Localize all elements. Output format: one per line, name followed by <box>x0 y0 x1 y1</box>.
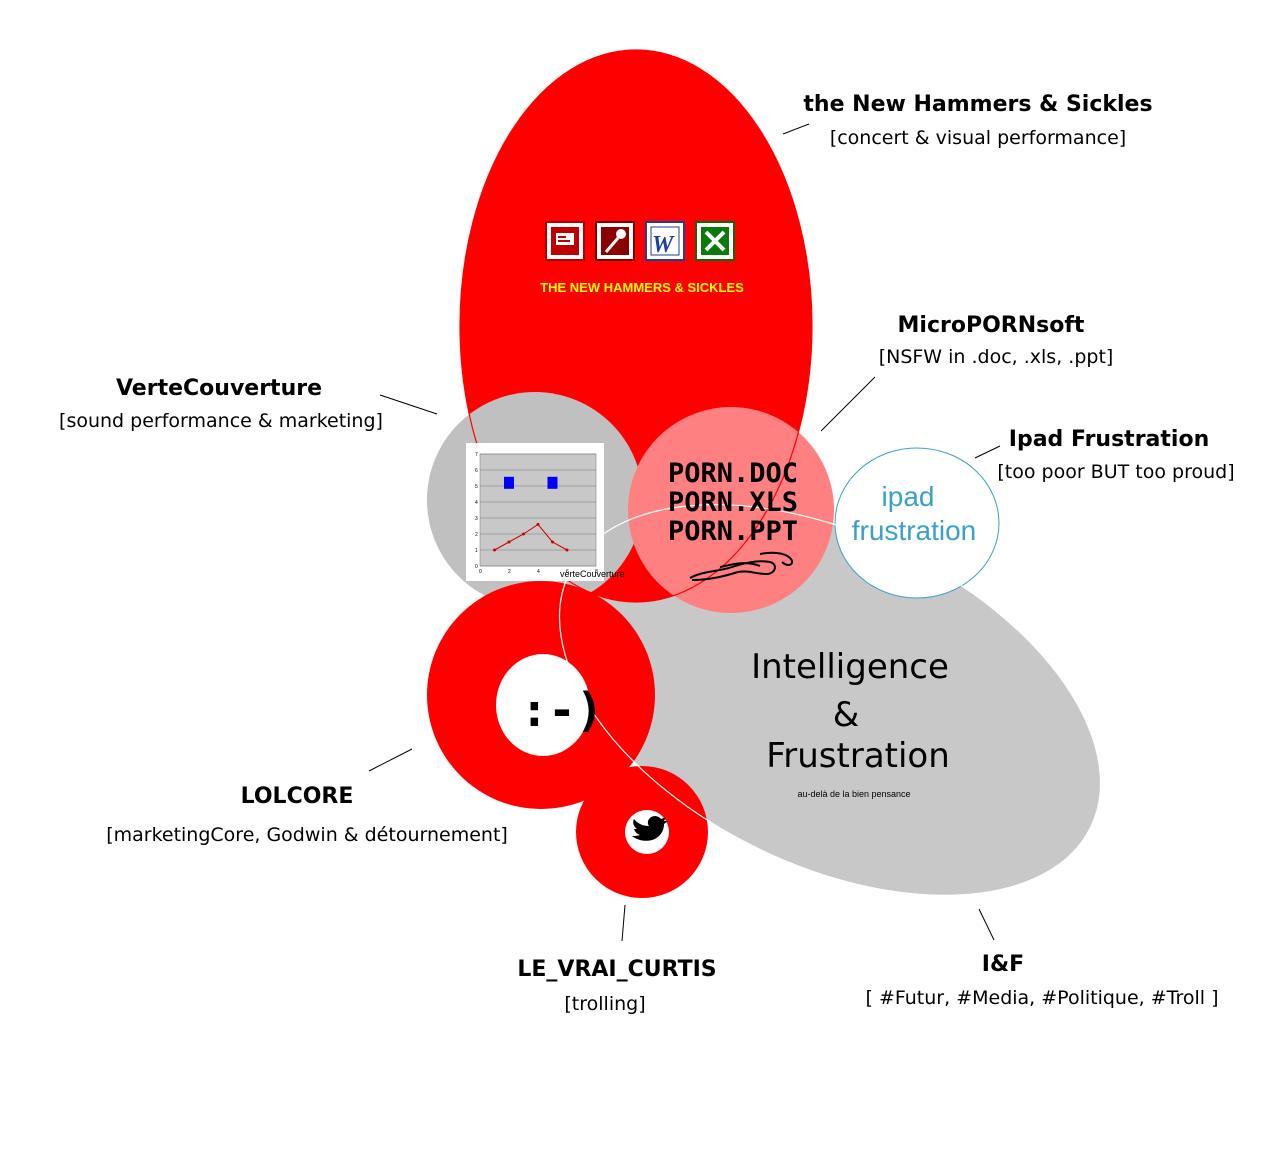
mini-y-tick: 6 <box>475 468 478 474</box>
mini-line-point <box>522 532 525 536</box>
lolcore-smiley: :-) <box>520 683 603 737</box>
mini-line-series <box>494 523 568 551</box>
ipad-title: Ipad Frustration <box>1009 427 1209 452</box>
curtis-connector <box>621 904 626 942</box>
porn-ppt: PORN.PPT <box>668 516 798 547</box>
verte-subtitle: [sound performance & marketing] <box>59 410 383 432</box>
hammers-outline <box>459 49 813 603</box>
micro-subtitle: [NSFW in .doc, .xls, .ppt] <box>879 346 1114 368</box>
verte-mini-chart: 0 1 2 3 4 5 6 7 0 2 4 6 8 verteCouverture <box>466 443 625 581</box>
hammers-banner: THE NEW HAMMERS & SICKLES <box>540 280 744 295</box>
inf-title: I&F <box>982 952 1024 977</box>
porn-doc: PORN.DOC <box>668 458 798 489</box>
ipad-inner-line1: ipad <box>882 481 935 512</box>
porn-text-group: PORN.DOC PORN.XLS PORN.PPT <box>668 458 798 547</box>
twitter-bird-icon <box>632 816 668 841</box>
inf-subtitle: [ #Futur, #Media, #Politique, #Troll ] <box>866 987 1219 1009</box>
mini-x-tick: 6 <box>566 569 569 575</box>
hammers-title: the New Hammers & Sickles <box>803 92 1152 117</box>
mini-y-tick: 5 <box>475 484 478 490</box>
verte-connector <box>379 394 438 415</box>
ipad-circle <box>834 447 1000 599</box>
mini-y-tick: 4 <box>475 500 478 506</box>
mini-y-tick: 3 <box>475 516 478 522</box>
inf-tagline: au-delà de la bien pensance <box>797 789 910 799</box>
mini-square-point <box>547 476 558 489</box>
mini-x-tick: 8 <box>595 569 598 575</box>
inf-line1: Intelligence <box>751 647 949 687</box>
ipad-connector <box>974 445 1001 459</box>
mini-y-tick: 7 <box>475 452 478 458</box>
mini-y-tick: 0 <box>475 564 478 570</box>
lolcore-inner <box>496 654 590 756</box>
mini-square-point <box>504 476 514 489</box>
mini-y-tick: 2 <box>475 532 478 538</box>
sperm-drawing-icon <box>689 551 794 581</box>
mini-line-point <box>493 548 496 552</box>
ipad-subtitle: [too poor BUT too proud] <box>997 461 1234 483</box>
mini-line-point <box>507 540 511 544</box>
hammers-subtitle: [concert & visual performance] <box>830 127 1126 149</box>
inf-connector <box>978 908 995 941</box>
hammers-connector <box>782 123 810 135</box>
svg-text:W: W <box>652 232 675 258</box>
ipad-inner-line2: frustration <box>852 515 977 546</box>
mini-x-tick: 4 <box>537 569 540 575</box>
micro-connector <box>820 376 876 432</box>
inf-line2: & <box>833 695 860 735</box>
verte-title: VerteCouverture <box>116 376 322 401</box>
porn-xls: PORN.XLS <box>668 487 798 518</box>
lolcore-subtitle: [marketingCore, Godwin & détournement] <box>106 824 508 846</box>
access-icon <box>595 221 635 261</box>
excel-icon <box>695 221 735 261</box>
mini-line-point <box>551 540 554 544</box>
mini-line-point <box>536 522 540 526</box>
lolcore-title: LOLCORE <box>241 784 354 809</box>
mini-chart-caption: verteCouverture <box>560 569 625 579</box>
lolcore-connector <box>368 748 413 772</box>
powerpoint-icon <box>545 221 585 261</box>
curtis-title: LE_VRAI_CURTIS <box>517 957 716 982</box>
mini-x-tick: 2 <box>508 569 511 575</box>
mini-x-tick: 0 <box>479 569 482 575</box>
mini-line-point <box>565 548 569 552</box>
mini-y-tick: 1 <box>475 548 478 554</box>
curtis-subtitle: [trolling] <box>564 993 645 1015</box>
inf-line3: Frustration <box>766 736 950 776</box>
micro-title: MicroPORNsoft <box>898 313 1085 338</box>
word-icon: W <box>645 221 685 261</box>
